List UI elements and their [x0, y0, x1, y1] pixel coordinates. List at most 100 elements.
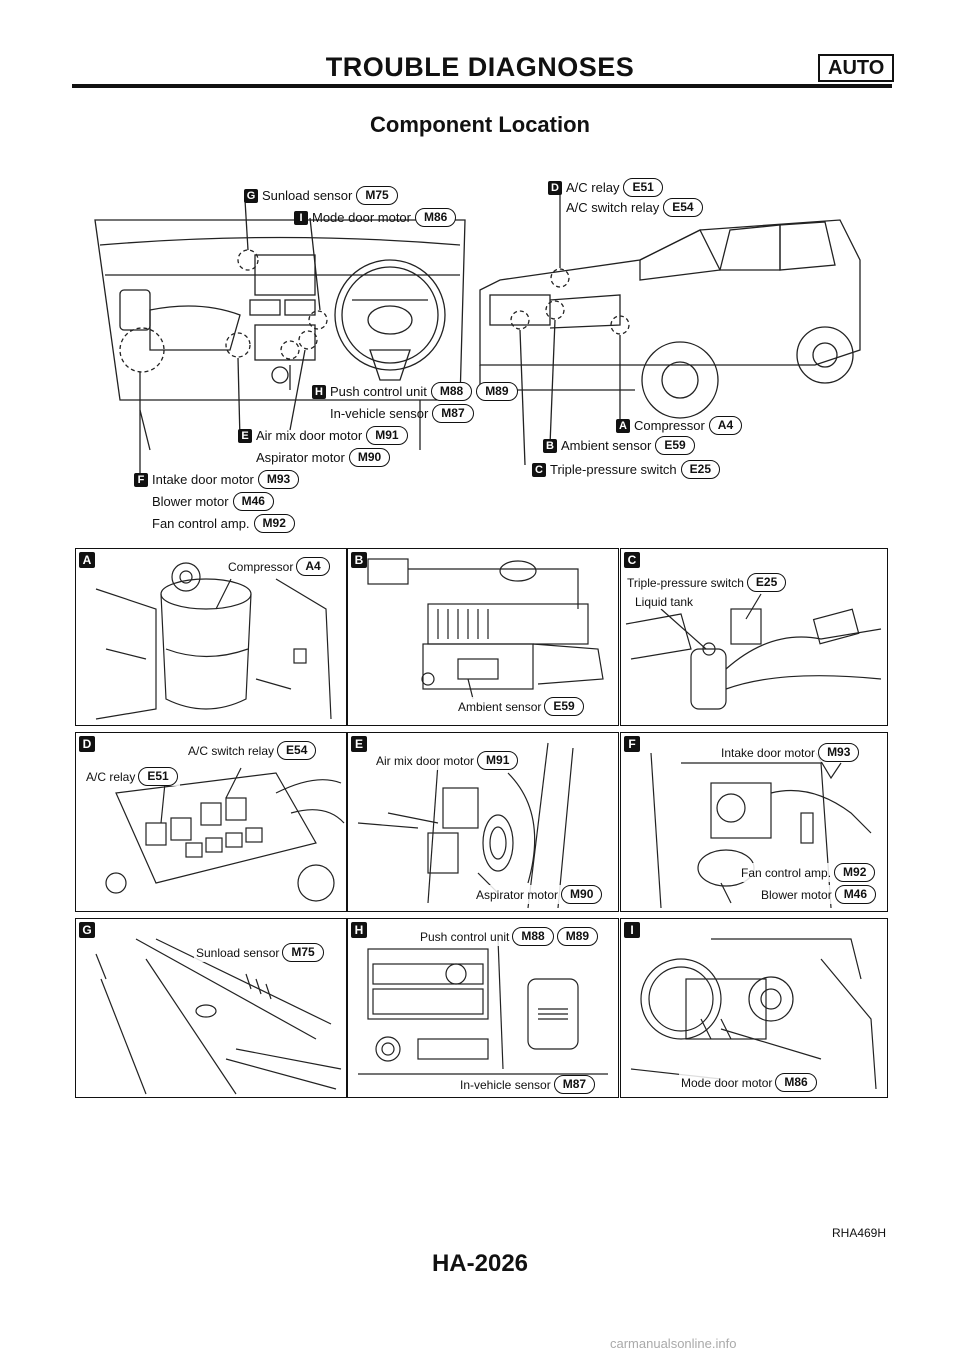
- detail-panel-e: E Air mix door motor M91 Aspirator motor…: [347, 732, 619, 912]
- connector-code: M46: [834, 885, 877, 904]
- label-compressor: A Compressor A4: [616, 416, 743, 435]
- label-sunload-sensor-detail: Sunload sensor M75: [194, 943, 326, 962]
- label-text: Sunload sensor: [262, 188, 353, 203]
- detail-panel-c: C Triple-pressure switch E25 Liquid tank: [620, 548, 888, 726]
- label-fan-control-amp: Fan control amp. M92: [152, 514, 295, 533]
- label-triple-pressure-switch: C Triple-pressure switch E25: [532, 460, 721, 479]
- label-aspirator-motor-detail: Aspirator motor M90: [474, 885, 605, 904]
- label-ac-relay-detail: A/C relay E51: [84, 767, 180, 786]
- panel-marker-c: C: [624, 552, 640, 568]
- label-text: Mode door motor: [681, 1075, 773, 1090]
- connector-code: E25: [680, 460, 721, 479]
- detail-panel-i: I Mode door motor M86: [620, 918, 888, 1098]
- panel-marker-f: F: [624, 736, 640, 752]
- label-air-mix-door-motor-detail: Air mix door motor M91: [374, 751, 521, 770]
- marker-b: B: [543, 438, 557, 453]
- label-text: Push control unit: [420, 929, 510, 944]
- connector-code: M87: [553, 1075, 596, 1094]
- overview-drawing: [94, 190, 861, 480]
- label-push-control-unit: H Push control unit M88 M89: [312, 382, 518, 401]
- auto-badge: AUTO: [818, 54, 895, 82]
- label-text: Intake door motor: [152, 472, 254, 487]
- connector-code: M86: [415, 208, 457, 227]
- label-text: Fan control amp.: [741, 865, 832, 880]
- watermark: carmanualsonline.info: [610, 1336, 737, 1351]
- label-sunload-sensor: G Sunload sensor M75: [244, 186, 398, 205]
- label-ac-switch-relay: A/C switch relay E54: [566, 198, 703, 217]
- connector-code: A4: [708, 416, 743, 435]
- label-text: Aspirator motor: [476, 887, 559, 902]
- label-text: Aspirator motor: [256, 450, 345, 465]
- connector-code: M93: [257, 470, 300, 489]
- figure-code: RHA469H: [832, 1226, 887, 1240]
- connector-code: A4: [296, 557, 330, 576]
- marker-a: A: [616, 418, 630, 433]
- panel-marker-g: G: [79, 922, 95, 938]
- connector-code: M92: [253, 514, 295, 533]
- connector-code: M86: [775, 1073, 817, 1092]
- overview-illustration: [80, 150, 890, 540]
- connector-code: M91: [366, 426, 408, 445]
- relay-box-drawing: [105, 767, 345, 902]
- label-compressor-detail: Compressor A4: [226, 557, 332, 576]
- label-text: Intake door motor: [721, 745, 816, 760]
- connector-code: E51: [138, 767, 178, 786]
- marker-h: H: [312, 384, 326, 399]
- marker-c: C: [532, 462, 546, 477]
- connector-code: E25: [746, 573, 787, 592]
- label-in-vehicle-sensor: In-vehicle sensor M87: [330, 404, 474, 423]
- connector-code: M89: [476, 382, 518, 401]
- label-text: Ambient sensor: [561, 438, 652, 453]
- label-text: Mode door motor: [312, 210, 411, 225]
- sunload-sensor-drawing: [95, 938, 342, 1095]
- marker-g: G: [244, 188, 258, 203]
- connector-code: M75: [356, 186, 398, 205]
- connector-code: E59: [655, 436, 695, 455]
- connector-code: M93: [818, 743, 860, 762]
- section-title: Component Location: [370, 112, 590, 137]
- page-number: HA-2026: [431, 1250, 529, 1277]
- label-text: In-vehicle sensor: [460, 1077, 551, 1092]
- connector-code: E54: [663, 198, 703, 217]
- connector-code: M87: [432, 404, 474, 423]
- connector-code: E51: [623, 178, 663, 197]
- page-header-title: TROUBLE DIAGNOSES: [325, 52, 635, 82]
- panel-marker-d: D: [79, 736, 95, 752]
- ambient-sensor-drawing: [367, 558, 604, 700]
- panel-marker-e: E: [351, 736, 367, 752]
- connector-code: M88: [512, 927, 554, 946]
- marker-i: I: [294, 210, 308, 225]
- label-liquid-tank: Liquid tank: [633, 595, 696, 609]
- label-text: Blower motor: [761, 887, 832, 902]
- label-mode-door-motor-detail: Mode door motor M86: [679, 1073, 819, 1092]
- label-text: Compressor: [228, 559, 294, 574]
- label-ambient-sensor-detail: Ambient sensor E59: [456, 697, 586, 716]
- label-text: In-vehicle sensor: [330, 406, 429, 421]
- label-blower-motor: Blower motor M46: [152, 492, 274, 511]
- label-text: A/C relay: [86, 769, 136, 784]
- label-text: Ambient sensor: [458, 699, 542, 714]
- connector-code: E54: [277, 741, 317, 760]
- compressor-drawing: [95, 562, 332, 720]
- connector-code: M90: [348, 448, 391, 467]
- label-text: Blower motor: [152, 494, 229, 509]
- detail-panel-f: F Intake door motor M93 Fan control amp.…: [620, 732, 888, 912]
- label-text: Air mix door motor: [256, 428, 363, 443]
- label-text: Compressor: [634, 418, 705, 433]
- connector-code: M92: [834, 863, 876, 882]
- mode-door-motor-drawing: [630, 938, 877, 1090]
- panel-marker-a: A: [79, 552, 95, 568]
- label-text: A/C relay: [566, 180, 620, 195]
- label-text: A/C switch relay: [566, 200, 660, 215]
- label-in-vehicle-sensor-detail: In-vehicle sensor M87: [458, 1075, 598, 1094]
- label-text: Push control unit: [330, 384, 427, 399]
- label-ac-relay: D A/C relay E51: [548, 178, 663, 197]
- push-control-unit-drawing: [358, 938, 608, 1075]
- label-blower-motor-detail: Blower motor M46: [759, 885, 879, 904]
- label-intake-door-motor: F Intake door motor M93: [134, 470, 300, 489]
- connector-code: M90: [561, 885, 603, 904]
- air-mix-door-motor-drawing: [357, 742, 574, 909]
- label-intake-door-motor-detail: Intake door motor M93: [719, 743, 862, 762]
- label-ac-switch-relay-detail: A/C switch relay E54: [186, 741, 319, 760]
- triple-pressure-switch-drawing: [625, 593, 882, 710]
